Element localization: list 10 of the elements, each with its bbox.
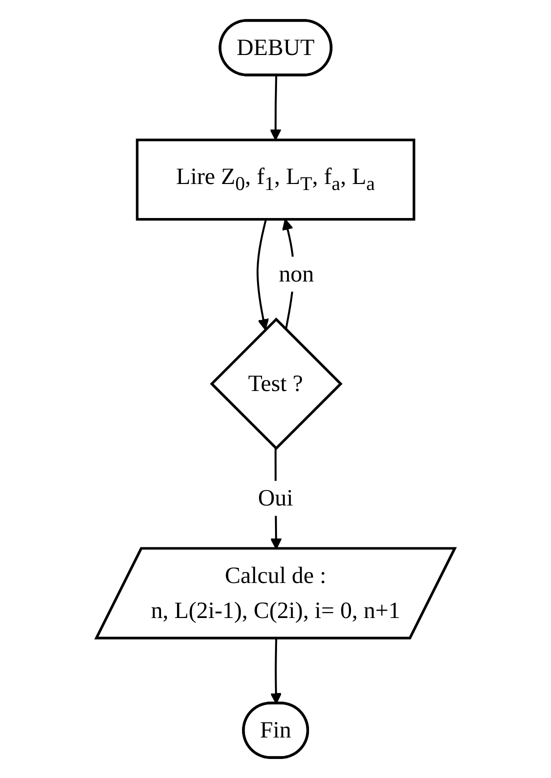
decision-diamond: Test ? xyxy=(210,318,342,450)
terminal-oval: Fin xyxy=(242,702,309,759)
arrow xyxy=(270,638,282,704)
arrow xyxy=(256,219,269,330)
io-parallelogram: Calcul de : n, L(2i-1), C(2i), i= 0, n+1 xyxy=(94,547,457,640)
edge-label: non xyxy=(278,256,314,292)
process-box: Lire Z$_{0}$, f$_{1}$, L$_{T}$, f$_{a}$, L$_{a}$ xyxy=(136,138,416,221)
arrow xyxy=(270,76,282,140)
edge-label: Oui xyxy=(258,480,294,516)
terminal-oval: DEBUT xyxy=(218,19,332,76)
